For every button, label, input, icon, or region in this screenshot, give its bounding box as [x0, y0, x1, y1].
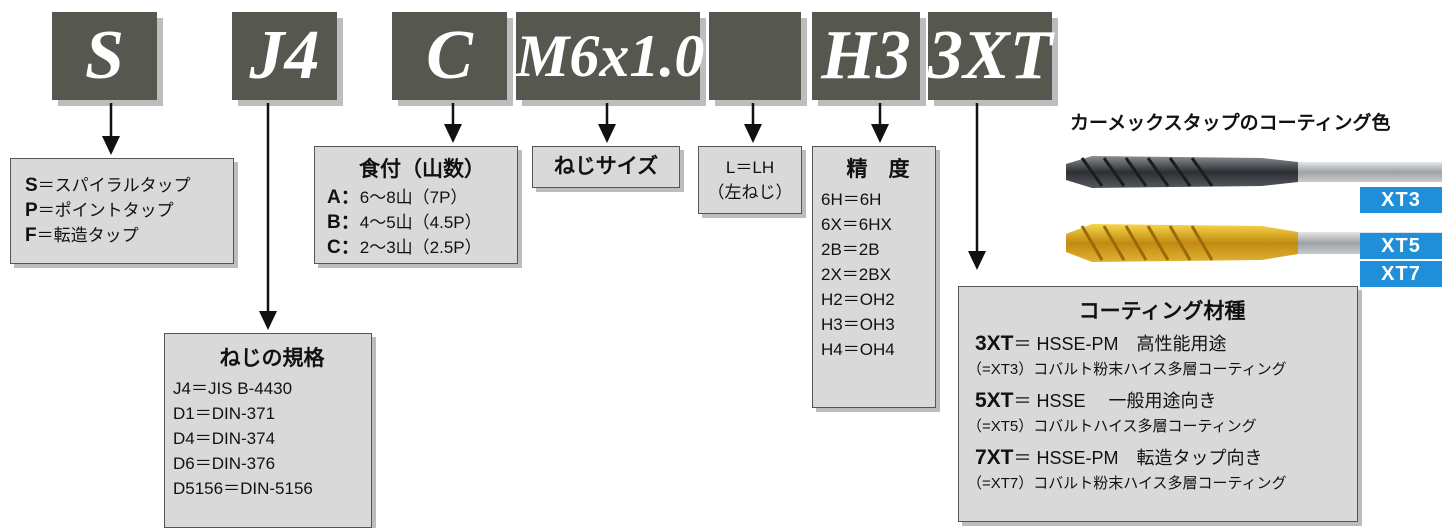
chamfer-line: B：4～5山（4.5P）	[327, 212, 482, 233]
size-title: ねじサイズ	[553, 155, 659, 178]
chamfer-line: C：2～3山（2.5P）	[327, 237, 482, 258]
standard-line: D4＝DIN-374	[173, 429, 276, 448]
coating-title: コーティング材種	[1078, 300, 1246, 323]
accuracy-line: H4＝OH4	[821, 340, 895, 359]
badge-xt3: XT3	[1360, 187, 1442, 213]
accuracy-line: H2＝OH2	[821, 290, 895, 309]
accuracy-line: 6X＝6HX	[821, 215, 892, 234]
accuracy-line: 2B＝2B	[821, 240, 880, 259]
type-line: F＝転造タップ	[25, 225, 139, 246]
chamfer-line: A：6～8山（7P）	[327, 187, 468, 208]
coating-item: 5XT＝ HSSE 一般用途向き （=XT5）コバルトハイス多層コーティング	[967, 389, 1257, 435]
type-line: P＝ポイントタップ	[25, 200, 174, 221]
chamfer-box: 食付（山数） A：6～8山（7P） B：4～5山（4.5P） C：2～3山（2.…	[314, 146, 518, 264]
type-line: S＝スパイラルタップ	[25, 175, 191, 196]
code-series: S	[52, 12, 157, 100]
coating-item: 3XT＝ HSSE-PM 高性能用途 （=XT3）コバルト粉末ハイス多層コーティ…	[967, 332, 1287, 378]
accuracy-title: 精 度	[846, 158, 910, 181]
code-chamfer: C	[392, 12, 507, 100]
code-size: M6x1.0	[516, 12, 704, 100]
code-lh	[709, 12, 801, 100]
type-box: S＝スパイラルタップ P＝ポイントタップ F＝転造タップ	[10, 158, 234, 264]
accuracy-line: 2X＝2BX	[821, 265, 891, 284]
lh-line: （左ねじ）	[707, 183, 793, 202]
accuracy-line: 6H＝6H	[821, 190, 882, 209]
code-coating: 3XT	[928, 12, 1052, 100]
accuracy-box: 精 度 6H＝6H 6X＝6HX 2B＝2B 2X＝2BX H2＝OH2 H3＝…	[812, 146, 936, 408]
coating-box: コーティング材種 3XT＝ HSSE-PM 高性能用途 （=XT3）コバルト粉末…	[958, 286, 1358, 522]
lh-line: L＝LH	[725, 158, 775, 177]
standard-line: D1＝DIN-371	[173, 404, 276, 423]
code-accuracy: H3	[812, 12, 920, 100]
standard-line: D5156＝DIN-5156	[173, 479, 313, 498]
code-standard: J4	[232, 12, 337, 100]
standard-line: D6＝DIN-376	[173, 454, 276, 473]
badge-xt5: XT5	[1360, 233, 1442, 259]
standard-title: ねじの規格	[219, 347, 325, 370]
dark-tap-image	[1066, 156, 1442, 188]
chamfer-title: 食付（山数）	[359, 158, 485, 181]
size-box: ねじサイズ	[532, 146, 680, 188]
accuracy-line: H3＝OH3	[821, 315, 895, 334]
standard-line: J4＝JIS B-4430	[173, 379, 293, 398]
standard-box: ねじの規格 J4＝JIS B-4430 D1＝DIN-371 D4＝DIN-37…	[164, 333, 372, 528]
coating-item: 7XT＝ HSSE-PM 転造タップ向き （=XT7）コバルト粉末ハイス多層コー…	[967, 446, 1287, 492]
lh-box: L＝LH （左ねじ）	[698, 146, 802, 214]
badge-xt7: XT7	[1360, 261, 1442, 287]
coating-colors-title: カーメックスタップのコーティング色	[1070, 113, 1391, 134]
